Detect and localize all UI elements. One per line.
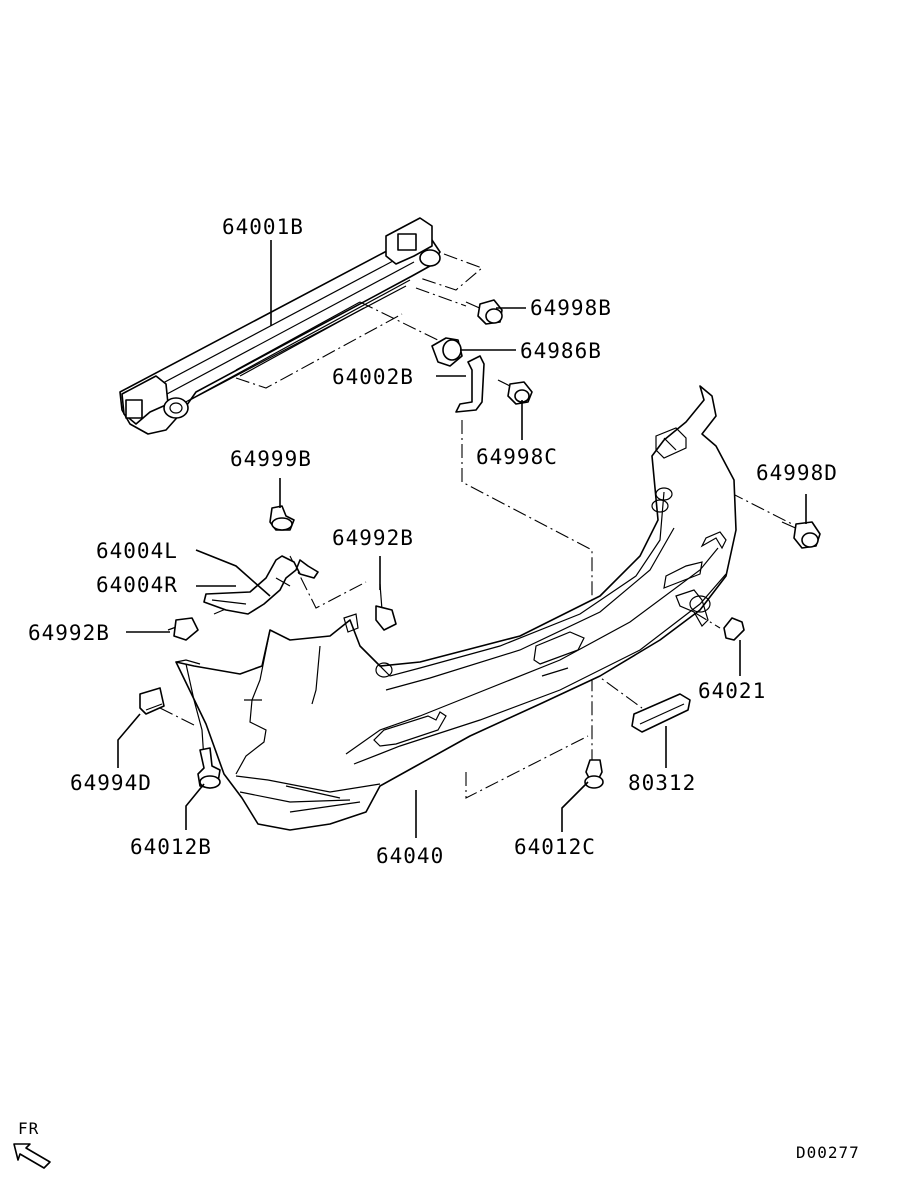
label-64998C: 64998C: [476, 445, 558, 469]
diagram-id: D00277: [796, 1143, 860, 1162]
label-64998B: 64998B: [530, 296, 612, 320]
label-64992B-lower: 64992B: [28, 621, 110, 645]
reflector-80312: [631, 693, 691, 733]
label-64998D: 64998D: [756, 461, 838, 485]
clip-64994D: [139, 687, 165, 715]
label-64001B: 64001B: [222, 215, 304, 239]
front-arrow-icon: [13, 1143, 51, 1169]
part-labels: 64001B 64998B 64986B 64002B 64998C 64999…: [28, 215, 838, 868]
clip-64012B: [197, 747, 221, 789]
label-64986B: 64986B: [520, 339, 602, 363]
clip-64012C: [584, 759, 604, 789]
screw-64992B-upper: [375, 583, 397, 631]
bracket-64002B: [455, 355, 485, 413]
label-64002B: 64002B: [332, 365, 414, 389]
label-64004L: 64004L: [96, 539, 178, 563]
leader-lines: [117, 240, 807, 838]
bolt-64998C: [497, 379, 533, 405]
bumper-reinforcement-beam: [119, 217, 441, 435]
label-64021: 64021: [698, 679, 766, 703]
rear-bumper-cover: [175, 385, 737, 831]
label-80312: 80312: [628, 771, 696, 795]
label-64012B: 64012B: [130, 835, 212, 859]
label-64994D: 64994D: [70, 771, 152, 795]
label-64040: 64040: [376, 844, 444, 868]
bolt-64998B: [465, 299, 503, 325]
cap-64021: [723, 617, 745, 641]
label-64999B: 64999B: [230, 447, 312, 471]
spacer-64986B: [431, 337, 463, 367]
bolt-64998D: [781, 521, 821, 549]
label-64012C: 64012C: [514, 835, 596, 859]
label-64992B-upper: 64992B: [332, 526, 414, 550]
screw-64992B-lower: [167, 617, 199, 641]
direction-label: FR: [18, 1119, 39, 1138]
front-direction-indicator: FR: [13, 1119, 51, 1169]
side-bracket-64004: [203, 555, 319, 615]
label-64004R: 64004R: [96, 573, 178, 597]
rivet-64999B: [269, 505, 295, 531]
